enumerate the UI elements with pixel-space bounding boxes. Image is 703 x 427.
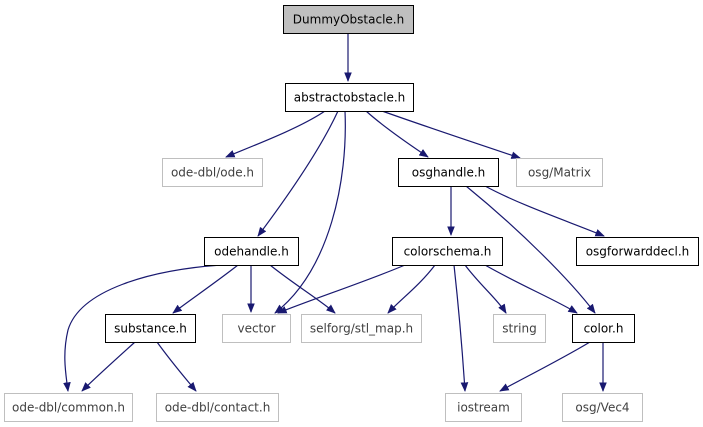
node-label-odedbl-ode: ode-dbl/ode.h — [171, 166, 254, 180]
node-box-iostream — [445, 393, 522, 422]
edge-odehandle-to-odedbl-common — [63, 264, 222, 392]
edge-odehandle-to-substance — [172, 264, 239, 314]
node-label-osg-matrix: osg/Matrix — [528, 166, 591, 180]
node-colorschema[interactable]: colorschema.h — [392, 237, 503, 266]
node-abstractobstacle[interactable]: abstractobstacle.h — [285, 83, 414, 112]
edge-colorschema-to-iostream — [453, 264, 469, 392]
edge-abstractobstacle-to-odedbl-ode — [225, 110, 326, 158]
node-box-vector — [222, 314, 291, 343]
node-label-osgforwarddecl: osgforwarddecl.h — [586, 245, 690, 259]
node-osghandle[interactable]: osghandle.h — [398, 158, 499, 187]
edge-abstractobstacle-to-osg-matrix — [381, 110, 521, 159]
node-box-osg-vec4 — [562, 393, 643, 422]
node-osg-matrix: osg/Matrix — [516, 158, 603, 187]
node-box-osgforwarddecl — [576, 237, 699, 266]
edge-substance-to-odedbl-common — [81, 341, 136, 392]
node-vector: vector — [222, 314, 291, 343]
edge-osghandle-to-osgforwarddecl — [484, 185, 605, 237]
edge-colorschema-to-vector — [277, 264, 406, 314]
edge-substance-to-odedbl-contact — [156, 341, 197, 392]
node-iostream: iostream — [445, 393, 522, 422]
node-string: string — [493, 314, 546, 343]
edge-odehandle-to-stl-map — [269, 264, 336, 314]
node-dummyobstacle[interactable]: DummyObstacle.h — [283, 5, 414, 34]
edge-abstractobstacle-to-odehandle — [257, 110, 339, 237]
node-box-dummyobstacle — [283, 5, 414, 34]
node-stl-map: selforg/stl_map.h — [301, 314, 422, 343]
node-color[interactable]: color.h — [572, 314, 635, 343]
node-box-substance — [105, 314, 196, 343]
node-label-iostream: iostream — [457, 401, 510, 415]
node-box-stl-map — [301, 314, 422, 343]
node-label-dummyobstacle: DummyObstacle.h — [293, 13, 404, 27]
edge-abstractobstacle-to-osghandle — [365, 110, 429, 158]
node-box-osghandle — [398, 158, 499, 187]
node-odedbl-ode: ode-dbl/ode.h — [162, 158, 263, 187]
edge-abstractobstacle-to-vector — [274, 110, 346, 314]
node-box-abstractobstacle — [285, 83, 414, 112]
edge-colorschema-to-string — [464, 264, 507, 314]
node-label-osg-vec4: osg/Vec4 — [575, 401, 629, 415]
node-label-odehandle: odehandle.h — [214, 245, 289, 259]
node-odehandle[interactable]: odehandle.h — [204, 237, 299, 266]
node-label-substance: substance.h — [114, 322, 187, 336]
node-odedbl-contact: ode-dbl/contact.h — [156, 393, 279, 422]
edge-color-to-iostream — [499, 341, 591, 392]
node-label-color: color.h — [584, 322, 624, 336]
node-label-string: string — [502, 322, 536, 336]
edges-layer — [63, 33, 607, 392]
node-label-colorschema: colorschema.h — [404, 245, 492, 259]
node-box-osg-matrix — [516, 158, 603, 187]
node-box-odehandle — [204, 237, 299, 266]
node-osg-vec4: osg/Vec4 — [562, 393, 643, 422]
nodes-layer: DummyObstacle.h abstractobstacle.h ode-dbl… — [4, 5, 699, 422]
node-box-odedbl-common — [4, 393, 133, 422]
node-odedbl-common: ode-dbl/common.h — [4, 393, 133, 422]
node-substance[interactable]: substance.h — [105, 314, 196, 343]
node-osgforwarddecl[interactable]: osgforwarddecl.h — [576, 237, 699, 266]
node-label-osghandle: osghandle.h — [412, 166, 486, 180]
node-label-vector: vector — [237, 322, 275, 336]
node-box-odedbl-contact — [156, 393, 279, 422]
node-box-string — [493, 314, 546, 343]
node-box-colorschema — [392, 237, 503, 266]
node-label-odedbl-common: ode-dbl/common.h — [12, 401, 125, 415]
node-label-abstractobstacle: abstractobstacle.h — [294, 91, 406, 105]
node-box-color — [572, 314, 635, 343]
edge-colorschema-to-color — [484, 264, 578, 314]
node-box-odedbl-ode — [162, 158, 263, 187]
node-label-odedbl-contact: ode-dbl/contact.h — [165, 401, 271, 415]
node-label-stl-map: selforg/stl_map.h — [310, 322, 413, 336]
edge-osghandle-to-color — [465, 185, 596, 314]
edge-colorschema-to-stl-map — [387, 264, 436, 314]
